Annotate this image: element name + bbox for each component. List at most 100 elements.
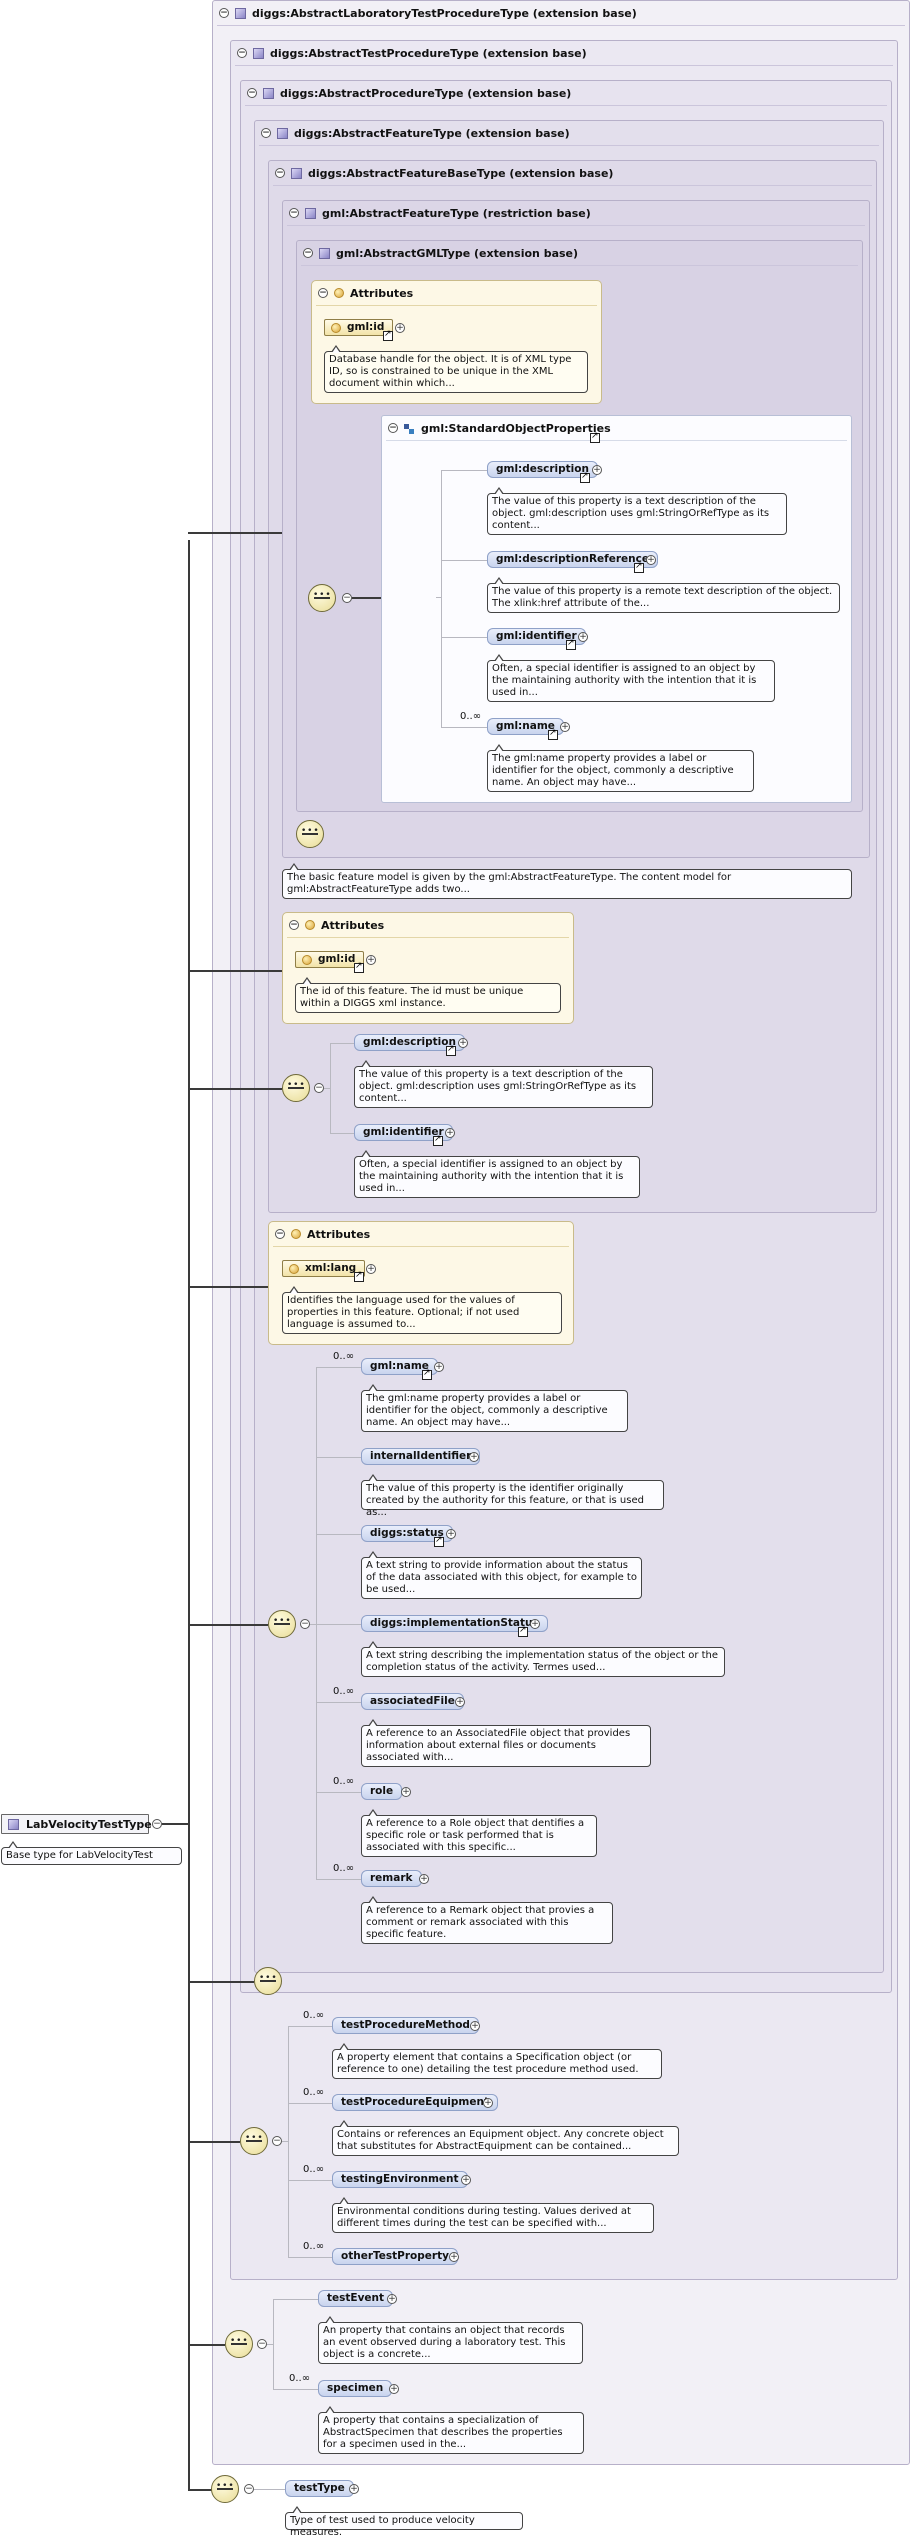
type-link-icon[interactable]	[580, 471, 590, 483]
lab-velocity-test-type-root[interactable]: LabVelocityTestType	[1, 1814, 152, 1834]
sequence-icon	[268, 1610, 296, 1638]
collapse-toggle[interactable]: −	[247, 88, 257, 98]
cardinality-label: 0..∞	[460, 711, 482, 722]
type-link-icon[interactable]	[422, 1368, 432, 1380]
expand-icon[interactable]: +	[401, 1787, 411, 1797]
expand-icon[interactable]: +	[578, 632, 588, 642]
collapse-toggle[interactable]: −	[388, 423, 398, 433]
diggs-implementation-status-element[interactable]: diggs:implementationStatus	[361, 1615, 548, 1632]
type-link-icon[interactable]	[566, 638, 576, 650]
header-divider	[245, 105, 887, 106]
type-link-icon[interactable]	[434, 1535, 444, 1547]
type-link-icon[interactable]	[518, 1625, 528, 1637]
expand-icon[interactable]: +	[461, 2175, 471, 2185]
other-test-property-element[interactable]: otherTestProperty	[332, 2248, 458, 2265]
expand-icon[interactable]: +	[419, 1874, 429, 1884]
attribute-icon	[334, 288, 344, 298]
expand-icon[interactable]: +	[483, 2098, 493, 2108]
collapse-toggle[interactable]: −	[261, 128, 271, 138]
connector-line	[352, 597, 392, 599]
box-title: diggs:AbstractFeatureType (extension bas…	[294, 126, 570, 140]
expand-icon[interactable]: +	[449, 2252, 459, 2262]
tree-line	[316, 1702, 361, 1703]
collapse-toggle[interactable]: −	[275, 1229, 285, 1239]
tree-line	[316, 1534, 361, 1535]
expand-icon[interactable]: +	[646, 555, 656, 565]
header-divider	[287, 937, 569, 938]
tree-line	[316, 1367, 361, 1368]
expand-icon[interactable]: +	[349, 2484, 359, 2494]
expand-icon[interactable]: +	[530, 1619, 540, 1629]
type-link-icon[interactable]	[433, 1134, 443, 1146]
internal-identifier-element[interactable]: internalIdentifier	[361, 1448, 481, 1465]
tree-line	[254, 2489, 285, 2490]
complex-type-icon	[263, 87, 274, 99]
expand-icon[interactable]: +	[366, 955, 376, 965]
collapse-toggle[interactable]: −	[318, 288, 328, 298]
collapse-toggle[interactable]: −	[300, 1619, 310, 1629]
type-link-icon[interactable]	[354, 1270, 364, 1282]
expand-icon[interactable]: +	[455, 1697, 465, 1707]
associated-file-element[interactable]: associatedFile	[361, 1693, 464, 1710]
feature-gml-identifier-element[interactable]: gml:identifier	[354, 1124, 453, 1141]
collapse-toggle[interactable]: −	[289, 208, 299, 218]
collapse-toggle[interactable]: −	[342, 593, 352, 603]
type-link-icon[interactable]	[354, 961, 364, 973]
complex-type-icon	[291, 167, 302, 179]
tree-line	[267, 2344, 274, 2345]
collapse-toggle[interactable]: −	[244, 2484, 254, 2494]
collapse-toggle[interactable]: −	[152, 1819, 162, 1829]
expand-icon[interactable]: +	[458, 1038, 468, 1048]
expand-icon[interactable]: +	[387, 2294, 397, 2304]
remark-element[interactable]: remark	[361, 1870, 422, 1887]
type-link-icon[interactable]	[590, 431, 600, 443]
type-link-icon[interactable]	[548, 728, 558, 740]
gml-id-attribute[interactable]: gml:id	[324, 319, 394, 336]
feature-header: − diggs:AbstractFeatureType (extension b…	[261, 124, 570, 142]
box-title: diggs:AbstractFeatureBaseType (extension…	[308, 166, 614, 180]
gml-description-reference-element[interactable]: gml:descriptionReference	[487, 551, 658, 568]
box-title: gml:StandardObjectProperties	[421, 421, 611, 435]
xml-lang-attribute[interactable]: xml:lang	[282, 1260, 366, 1277]
type-link-icon[interactable]	[446, 1044, 456, 1056]
collapse-toggle[interactable]: −	[272, 2136, 282, 2146]
expand-icon[interactable]: +	[560, 722, 570, 732]
expand-icon[interactable]: +	[445, 1128, 455, 1138]
expand-icon[interactable]: +	[434, 1362, 444, 1372]
collapse-toggle[interactable]: −	[289, 920, 299, 930]
collapse-toggle[interactable]: −	[275, 168, 285, 178]
tree-line	[316, 1879, 361, 1880]
collapse-toggle[interactable]: −	[303, 248, 313, 258]
test-procedure-method-element[interactable]: testProcedureMethod	[332, 2017, 479, 2034]
type-link-icon[interactable]	[634, 561, 644, 573]
expand-icon[interactable]: +	[469, 1452, 479, 1462]
collapse-toggle[interactable]: −	[237, 48, 247, 58]
cardinality-label: 0..∞	[333, 1863, 355, 1874]
header-divider	[273, 185, 872, 186]
test-type-element[interactable]: testType	[285, 2480, 354, 2497]
gml-name-desc: The gml:name property provides a label o…	[487, 744, 754, 792]
collapse-toggle[interactable]: −	[314, 1083, 324, 1093]
expand-icon[interactable]: +	[470, 2021, 480, 2031]
expand-icon[interactable]: +	[389, 2384, 399, 2394]
collapse-toggle[interactable]: −	[219, 8, 229, 18]
header-divider	[259, 145, 879, 146]
expand-icon[interactable]: +	[592, 465, 602, 475]
feature-gml-id-attribute[interactable]: gml:id	[295, 951, 365, 968]
specimen-element[interactable]: specimen	[318, 2380, 393, 2397]
collapse-toggle[interactable]: −	[257, 2339, 267, 2349]
expand-icon[interactable]: +	[366, 1264, 376, 1274]
test-procedure-equipment-element[interactable]: testProcedureEquipment	[332, 2094, 498, 2111]
feature-gml-description-element[interactable]: gml:description	[354, 1034, 465, 1051]
gml-description-element[interactable]: gml:description	[487, 461, 598, 478]
testing-environment-element[interactable]: testingEnvironment	[332, 2171, 468, 2188]
diggs-status-element[interactable]: diggs:status	[361, 1525, 453, 1542]
gml-name-element[interactable]: gml:name	[487, 718, 564, 735]
expand-icon[interactable]: +	[446, 1529, 456, 1539]
expand-icon[interactable]: +	[395, 323, 405, 333]
role-element[interactable]: role	[361, 1783, 403, 1800]
type-link-icon[interactable]	[383, 329, 393, 341]
complex-type-icon	[235, 7, 246, 19]
feature-gml-name-element[interactable]: gml:name	[361, 1358, 438, 1375]
test-event-element[interactable]: testEvent	[318, 2290, 394, 2307]
